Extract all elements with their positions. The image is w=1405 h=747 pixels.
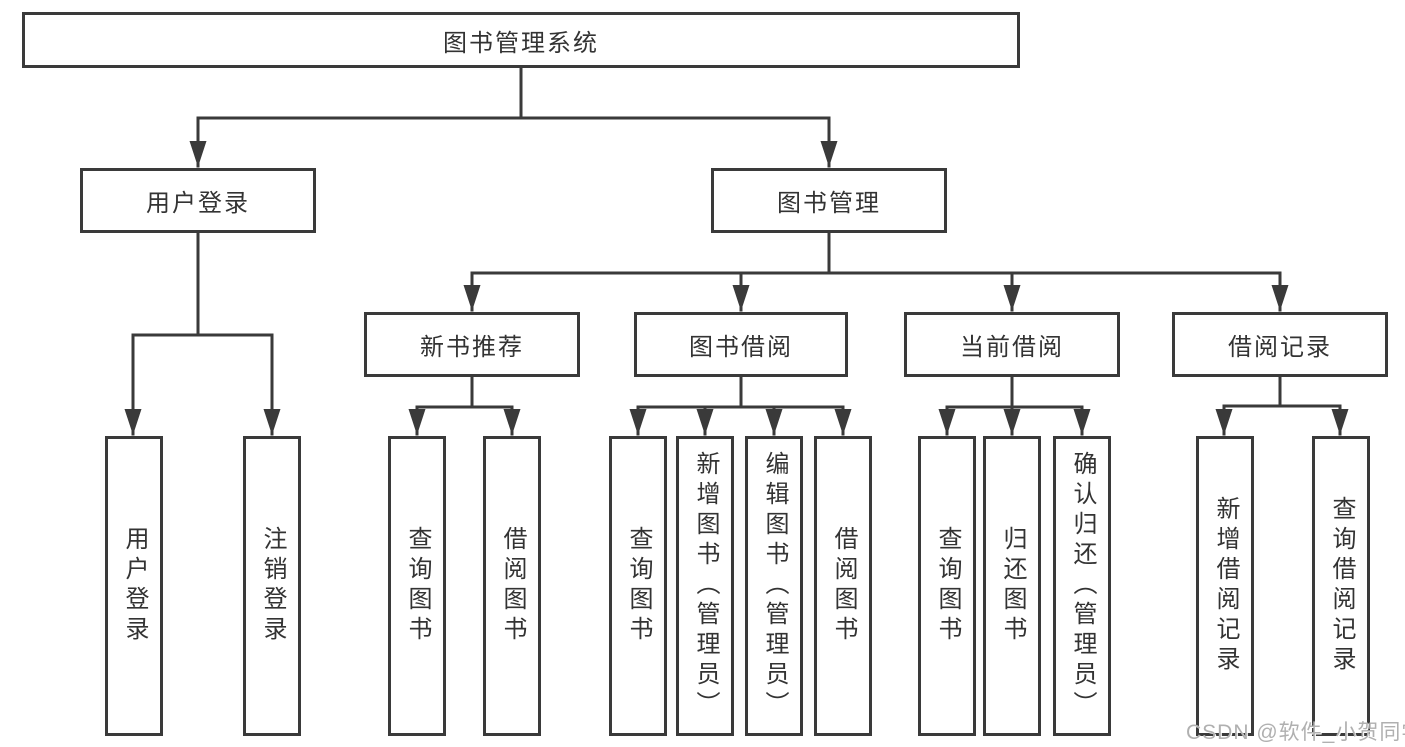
node-root: 图书管理系统	[22, 12, 1020, 68]
leaf-query-borrow-record: 查询借阅记录	[1312, 436, 1370, 736]
leaf-user-login-label: 用户登录	[121, 526, 148, 646]
leaf-borrowing-borrow-books: 借阅图书	[814, 436, 872, 736]
leaf-newrec-query-books: 查询图书	[388, 436, 446, 736]
leaf-borrowing-edit-books-admin-label: 编辑图书（管理员）	[761, 451, 788, 721]
leaf-logout-label: 注销登录	[259, 526, 286, 646]
leaf-user-login: 用户登录	[105, 436, 163, 736]
node-root-label: 图书管理系统	[443, 29, 599, 57]
leaf-current-confirm-return-admin: 确认归还（管理员）	[1053, 436, 1111, 736]
leaf-borrowing-borrow-books-label: 借阅图书	[830, 526, 857, 646]
node-new-book-recommendation: 新书推荐	[364, 312, 580, 377]
leaf-borrowing-edit-books-admin: 编辑图书（管理员）	[745, 436, 803, 736]
node-user-login: 用户登录	[80, 168, 316, 233]
leaf-current-query-books: 查询图书	[918, 436, 976, 736]
node-borrowing-records-label: 借阅记录	[1228, 334, 1332, 361]
node-user-login-label: 用户登录	[146, 190, 250, 217]
leaf-newrec-query-books-label: 查询图书	[404, 526, 431, 646]
node-new-book-recommendation-label: 新书推荐	[420, 334, 524, 361]
leaf-borrowing-query-books-label: 查询图书	[625, 526, 652, 646]
leaf-current-return-books-label: 归还图书	[999, 526, 1026, 646]
leaf-add-borrow-record-label: 新增借阅记录	[1212, 496, 1239, 676]
leaf-borrowing-add-books-admin: 新增图书（管理员）	[676, 436, 734, 736]
node-current-borrowing: 当前借阅	[904, 312, 1120, 377]
leaf-current-query-books-label: 查询图书	[934, 526, 961, 646]
connector-group	[124, 64, 1349, 436]
node-book-management: 图书管理	[711, 168, 947, 233]
node-book-borrowing-label: 图书借阅	[689, 334, 793, 361]
node-current-borrowing-label: 当前借阅	[960, 334, 1064, 361]
node-borrowing-records: 借阅记录	[1172, 312, 1388, 377]
node-book-management-label: 图书管理	[777, 190, 881, 217]
leaf-borrowing-query-books: 查询图书	[609, 436, 667, 736]
leaf-query-borrow-record-label: 查询借阅记录	[1328, 496, 1355, 676]
leaf-current-return-books: 归还图书	[983, 436, 1041, 736]
leaf-current-confirm-return-admin-label: 确认归还（管理员）	[1069, 451, 1096, 721]
leaf-newrec-borrow-books-label: 借阅图书	[499, 526, 526, 646]
leaf-logout: 注销登录	[243, 436, 301, 736]
leaf-newrec-borrow-books: 借阅图书	[483, 436, 541, 736]
leaf-borrowing-add-books-admin-label: 新增图书（管理员）	[692, 451, 719, 721]
node-book-borrowing: 图书借阅	[634, 312, 848, 377]
leaf-add-borrow-record: 新增借阅记录	[1196, 436, 1254, 736]
